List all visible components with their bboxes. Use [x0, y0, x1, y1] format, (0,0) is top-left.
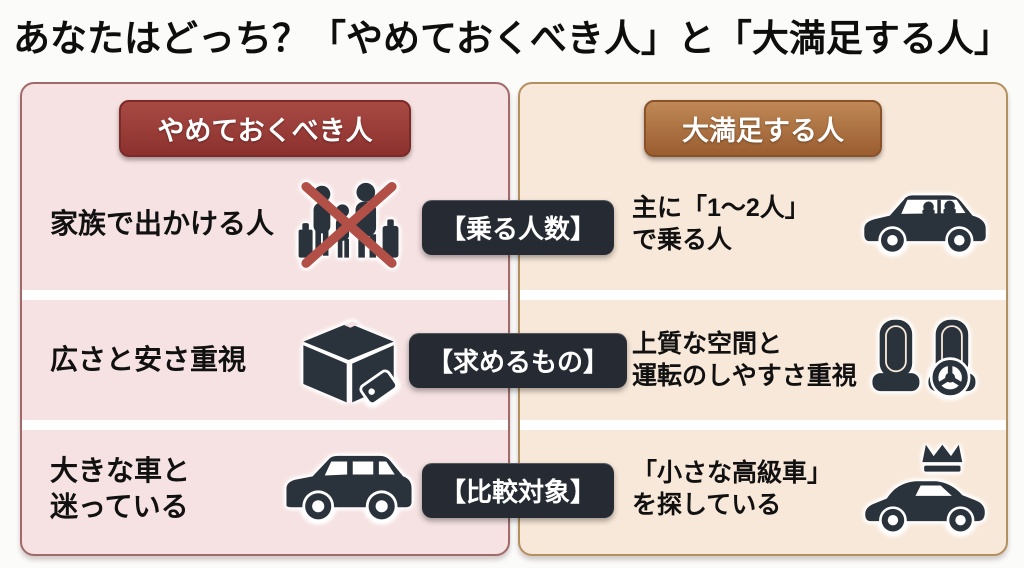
satisfied-row-comparison: 「小さな高級車」 を探している — [520, 430, 1006, 548]
text-line: 大きな車と — [50, 455, 191, 487]
avoid-row-priority: 広さと安さ重視 — [22, 300, 508, 420]
satisfied-row-priority-text: 上質な空間と 運転のしやすさ重視 — [632, 328, 857, 392]
category-label-priority: 【求めるもの】 — [408, 333, 628, 388]
car-seats-icon — [857, 316, 999, 404]
satisfied-row-comparison-text: 「小さな高級車」 を探している — [632, 457, 854, 521]
avoid-badge: やめておくべき人 — [119, 100, 411, 157]
small-car-icon — [854, 186, 996, 262]
satisfied-row-passengers-text: 主に「1〜2人」 で乗る人 — [632, 192, 854, 256]
row-divider — [22, 420, 508, 430]
satisfied-badge: 大満足する人 — [644, 100, 882, 157]
avoid-row-priority-text: 広さと安さ重視 — [50, 342, 278, 378]
text-line: で乗る人 — [632, 226, 733, 254]
row-divider — [520, 290, 1006, 300]
avoid-row-comparison-text: 大きな車と 迷っている — [50, 453, 278, 525]
text-line: 運転のしやすさ重視 — [632, 362, 857, 390]
text-line: 家族で出かける人 — [50, 208, 275, 240]
panel-avoid: やめておくべき人 家族で出かける人 — [20, 82, 510, 556]
family-crossed-icon — [278, 176, 420, 272]
row-divider — [520, 420, 1006, 430]
avoid-row-passengers-text: 家族で出かける人 — [50, 206, 278, 242]
text-line: 迷っている — [50, 491, 189, 522]
category-label-passengers: 【乗る人数】 — [421, 200, 615, 255]
suv-icon — [278, 449, 420, 529]
category-label-comparison: 【比較対象】 — [421, 463, 615, 518]
text-line: 主に「1〜2人」 — [632, 194, 810, 222]
luxury-car-crown-icon — [854, 443, 996, 535]
row-divider — [22, 290, 508, 300]
text-line: 広さと安さ重視 — [50, 344, 247, 376]
satisfied-row-priority: 上質な空間と 運転のしやすさ重視 — [520, 300, 1006, 420]
box-tag-icon — [278, 313, 420, 407]
avoid-row-passengers: 家族で出かける人 — [22, 158, 508, 290]
page-title: あなたはどっち？「やめておくべき人」と「大満足する人」 — [13, 18, 1011, 59]
text-line: 「小さな高級車」 — [632, 459, 833, 487]
panel-satisfied-header: 大満足する人 — [520, 100, 1006, 157]
text-line: を探している — [632, 491, 782, 519]
panel-avoid-header: やめておくべき人 — [22, 100, 508, 157]
satisfied-row-passengers: 主に「1〜2人」 で乗る人 — [520, 158, 1006, 290]
avoid-row-comparison: 大きな車と 迷っている — [22, 430, 508, 548]
text-line: 上質な空間と — [632, 330, 783, 358]
